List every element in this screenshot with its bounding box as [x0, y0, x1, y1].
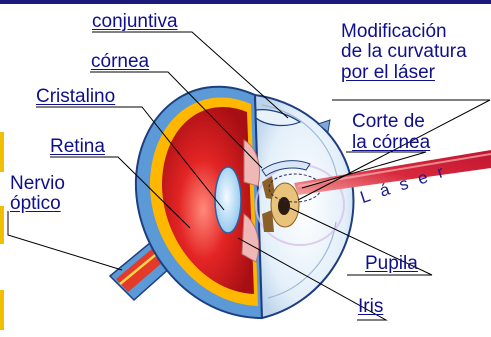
corneal-flap [261, 160, 311, 177]
leader-pupila [289, 207, 433, 276]
label-pupila: Pupila [365, 253, 418, 274]
lens [214, 166, 242, 234]
leader-modificacion [297, 99, 491, 201]
label-nervio-line2: óptico [10, 193, 61, 214]
leader-retina [50, 156, 191, 229]
side-strip-bottom [0, 290, 4, 330]
leader-nervio [7, 211, 123, 271]
front-segment [253, 93, 355, 320]
leader-lines [7, 31, 491, 321]
label-conjuntiva: conjuntiva [92, 11, 178, 32]
label-cristalino: Cristalino [36, 86, 116, 107]
leader-iris [237, 237, 388, 321]
leader-cornea [90, 71, 263, 169]
label-modificacion-line2: de la curvatura [341, 41, 467, 62]
pupil-center [278, 197, 290, 215]
side-strip-middle [0, 206, 4, 244]
leader-cristalino [36, 106, 225, 211]
label-cornea: córnea [91, 51, 150, 72]
leader-conjuntiva [92, 31, 289, 119]
label-nervio-line1: Nervio [10, 173, 65, 194]
eyeball [134, 85, 264, 320]
label-corte-line1: Corte de [352, 111, 425, 132]
top-bar [0, 0, 491, 4]
laser-beam [294, 150, 491, 195]
label-corte-line2: la córnea [352, 132, 431, 153]
iris-tissue [241, 139, 276, 263]
label-iris: Iris [358, 296, 384, 317]
leader-corte [301, 151, 427, 189]
label-retina: Retina [50, 136, 105, 157]
side-strip-top [0, 132, 4, 172]
label-modificacion-line3: por el láser [341, 62, 435, 83]
label-modificacion-line1: Modificación [341, 21, 447, 42]
